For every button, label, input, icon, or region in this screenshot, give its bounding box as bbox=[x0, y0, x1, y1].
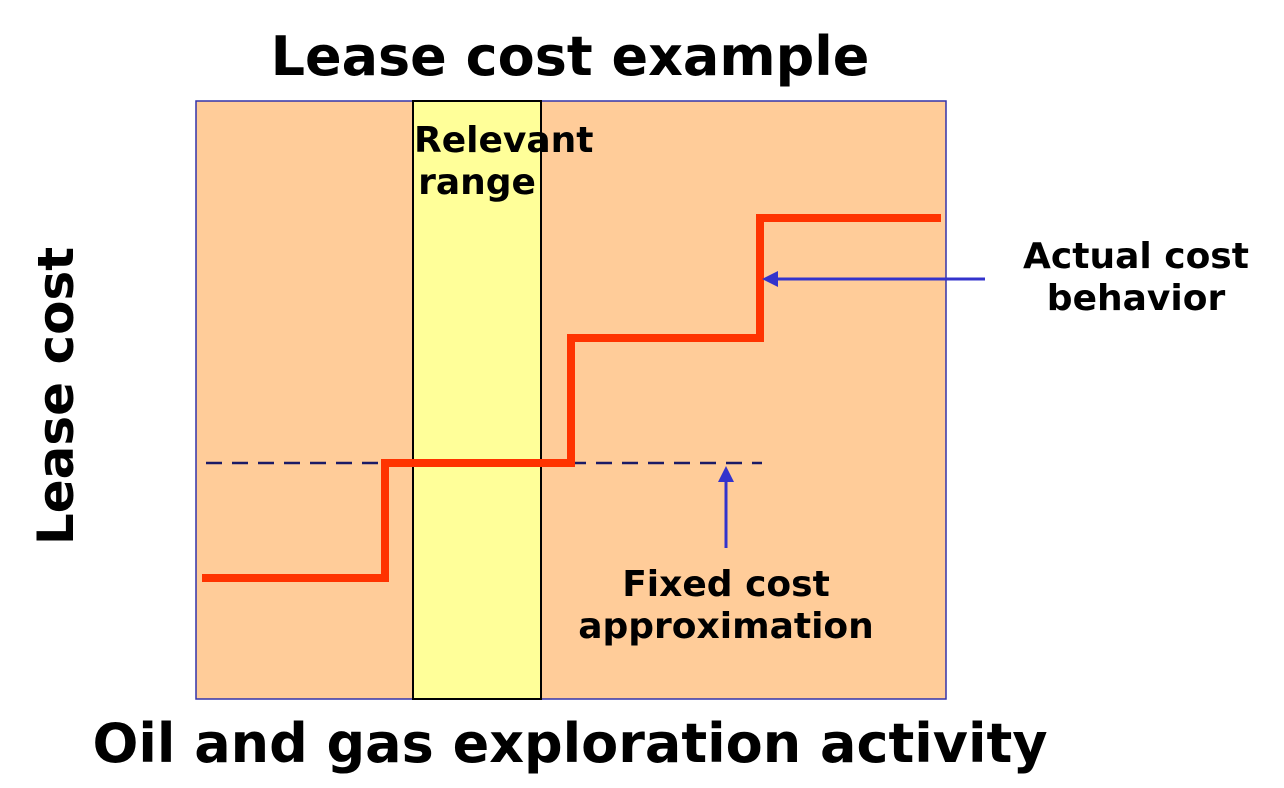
fixed-cost-label: Fixed cost approximation bbox=[566, 564, 886, 648]
x-axis-label: Oil and gas exploration activity bbox=[92, 712, 1048, 775]
relevant-range-label: Relevant range bbox=[414, 120, 594, 204]
chart-title: Lease cost example bbox=[270, 25, 870, 88]
relevant-range-band bbox=[412, 100, 542, 700]
actual-cost-step-line bbox=[202, 214, 941, 582]
fixed-cost-label-line-1: Fixed cost bbox=[622, 564, 830, 605]
relevant-range-label-line-2: range bbox=[418, 162, 536, 203]
actual-cost-label-line-1: Actual cost bbox=[1023, 236, 1249, 277]
actual-cost-label-line-2: behavior bbox=[1046, 278, 1226, 319]
actual-cost-arrow bbox=[762, 271, 985, 287]
actual-cost-label: Actual cost behavior bbox=[996, 236, 1276, 320]
y-axis-label: Lease cost bbox=[27, 246, 85, 546]
relevant-range-label-line-1: Relevant bbox=[414, 120, 594, 161]
fixed-cost-arrow bbox=[718, 466, 734, 548]
fixed-cost-label-line-2: approximation bbox=[578, 606, 874, 647]
